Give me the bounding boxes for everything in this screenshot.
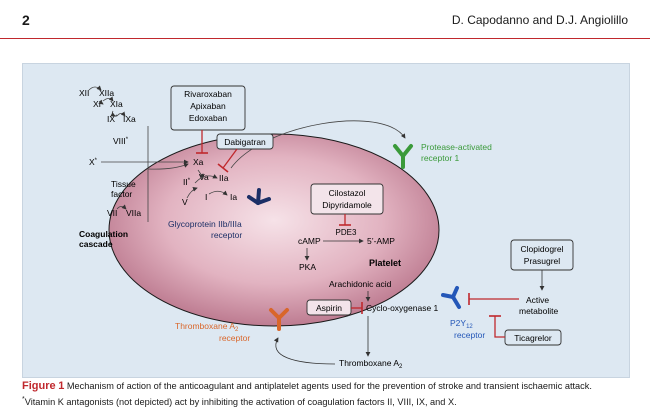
active-metabolite-label: Active metabolite bbox=[519, 295, 558, 316]
factor-ia: Ia bbox=[230, 192, 237, 202]
header-rule bbox=[0, 38, 650, 39]
factor-xii: XII bbox=[79, 88, 89, 98]
factor-vii: VII bbox=[107, 208, 117, 218]
drug-rivaroxaban: Rivaroxaban bbox=[184, 89, 232, 99]
factor-xiia: XIIa bbox=[99, 88, 114, 98]
amp-label: 5’-AMP bbox=[367, 236, 395, 246]
factor-i: I bbox=[205, 192, 207, 202]
pka-label: PKA bbox=[299, 262, 316, 272]
drug-cilostazol: Cilostazol bbox=[329, 188, 366, 198]
drug-edoxaban: Edoxaban bbox=[189, 113, 228, 123]
dabigatran-box bbox=[216, 133, 274, 150]
txa2-receptor-label: Thromboxane A2 receptor bbox=[175, 321, 250, 343]
thromboxane-label: Thromboxane A2 bbox=[339, 358, 403, 370]
par1-receptor-icon bbox=[393, 144, 413, 169]
factor-xa: Xa bbox=[193, 157, 204, 167]
drug-dabigatran: Dabigatran bbox=[224, 137, 266, 147]
p2y12-receptor-icon bbox=[441, 286, 461, 309]
footnote-mark: * bbox=[22, 396, 25, 403]
factor-v: V bbox=[182, 197, 188, 207]
gp2b3a-receptor-icon bbox=[247, 188, 271, 205]
drug-aspirin: Aspirin bbox=[316, 303, 342, 313]
arachidonic-acid-label: Arachidonic acid bbox=[329, 279, 392, 289]
figure-caption: Figure 1 Mechanism of action of the anti… bbox=[22, 380, 632, 409]
factor-ii: II* bbox=[183, 177, 191, 187]
txa2-receptor-icon bbox=[269, 308, 289, 331]
factor-viii: VIII* bbox=[113, 136, 129, 146]
cox1-label: Cyclo-oxygenase 1 bbox=[366, 303, 439, 313]
platelet-cell bbox=[108, 133, 440, 327]
pde-inhibitors-box bbox=[310, 183, 384, 215]
drug-clopidogrel: Clopidogrel bbox=[521, 244, 564, 254]
running-head-authors: D. Capodanno and D.J. Angiolillo bbox=[451, 13, 628, 27]
caption-text: Mechanism of action of the anticoagulant… bbox=[66, 381, 592, 391]
camp-label: cAMP bbox=[298, 236, 321, 246]
drug-dipyridamole: Dipyridamole bbox=[322, 200, 372, 210]
par1-receptor-label: Protease-activated receptor 1 bbox=[421, 142, 494, 163]
factor-xi: XI bbox=[93, 99, 101, 109]
gp2b3a-receptor-label: Glycoprotein IIb/IIIa receptor bbox=[168, 219, 244, 240]
platelet-label: Platelet bbox=[369, 258, 401, 268]
factor-ixa: IXa bbox=[123, 114, 136, 124]
factor-iia: IIa bbox=[219, 173, 229, 183]
figure-panel: XII XIIa XI XIa IX* IXa VIII* X* Xa II* … bbox=[22, 63, 630, 378]
figure-label: Figure bbox=[22, 380, 56, 392]
drug-apixaban: Apixaban bbox=[190, 101, 226, 111]
factor-viia: VIIa bbox=[126, 208, 141, 218]
drug-prasugrel: Prasugrel bbox=[524, 256, 560, 266]
pde3-label: PDE3 bbox=[336, 228, 357, 237]
drug-ticagrelor: Ticagrelor bbox=[514, 333, 552, 343]
coagulation-cascade-title: Coagulation cascade bbox=[79, 229, 130, 249]
factor-x: X* bbox=[89, 157, 98, 167]
caption-footnote: Vitamin K antagonists (not depicted) act… bbox=[24, 397, 457, 408]
p2y12-receptor-label: P2Y12 receptor bbox=[450, 318, 485, 340]
factor-ix: IX* bbox=[107, 114, 118, 124]
page-number: 2 bbox=[22, 12, 30, 28]
xa-inhibitors-box bbox=[170, 85, 246, 131]
cascade-arrows bbox=[88, 85, 406, 222]
figure-number: 1 bbox=[58, 380, 65, 392]
mechanism-diagram: XII XIIa XI XIa IX* IXa VIII* X* Xa II* … bbox=[79, 85, 574, 370]
tissue-factor-label: Tissue factor bbox=[111, 179, 138, 199]
factor-xia: XIa bbox=[110, 99, 123, 109]
